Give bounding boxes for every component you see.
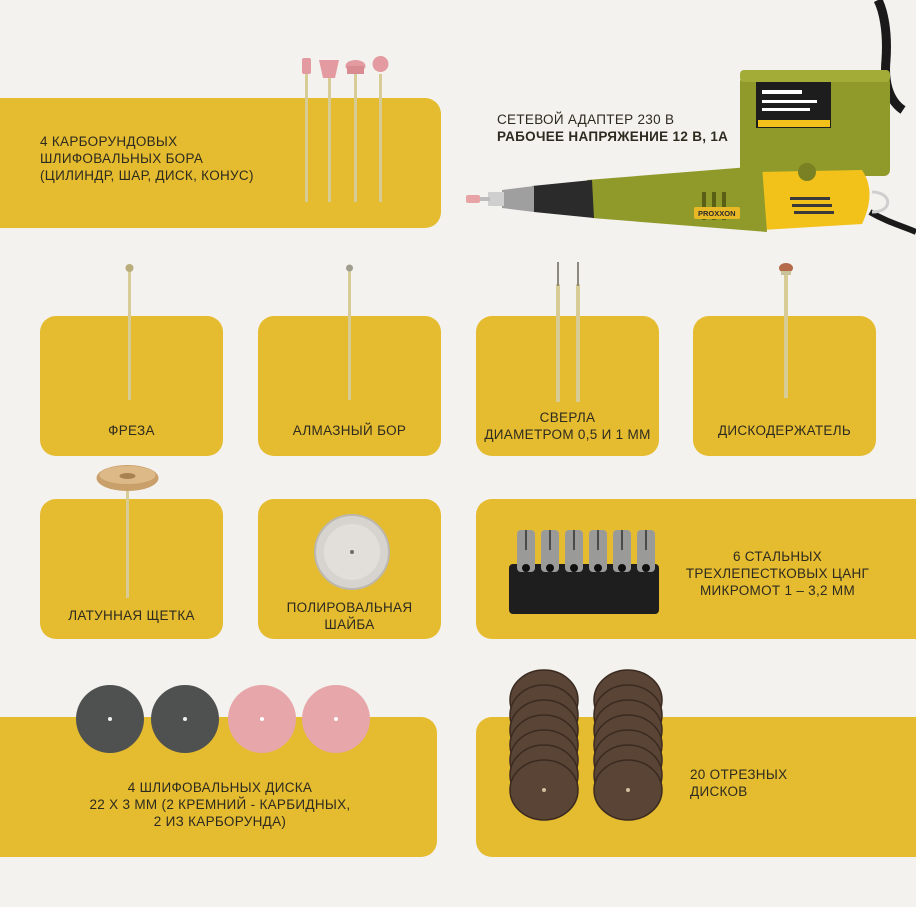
grinding-discs-label: 4 шлифовальных диска 22 х 3 мм (2 кремни… (89, 780, 351, 829)
tool-brand: PROXXON (698, 209, 736, 218)
grinding-bits-image (302, 56, 389, 202)
brass-brush-image (96, 465, 159, 598)
card-grinding-discs (0, 717, 437, 857)
polishing-disc-label: Полировальная шайба (286, 600, 413, 632)
disc-holder-label: Дискодержатель (717, 423, 852, 438)
card-grinding-bits (0, 98, 441, 228)
collets-image (509, 530, 659, 614)
collets-label: 6 стальных трехлепестковых цанг микромот… (685, 549, 870, 598)
brass-brush-label: Латунная щетка (68, 608, 195, 623)
adapter-image (740, 0, 906, 176)
rotary-tool-image: PROXXON (466, 163, 916, 235)
disc-holder-image (779, 263, 793, 398)
cutting-discs-label: 20 отрезных дисков (690, 767, 788, 799)
drills-label: Сверла диаметром 0,5 и 1 мм (484, 410, 651, 442)
cutting-discs-image (509, 669, 663, 821)
mill-image (125, 264, 134, 400)
adapter-label: Сетевой адаптер 230 В рабочее напряжение… (497, 112, 729, 144)
polishing-disc-image (314, 514, 390, 590)
drills-image (556, 262, 580, 402)
grinding-bits-label: 4 карборундовых шлифовальных бора (цилин… (40, 134, 254, 183)
mill-label: Фреза (108, 423, 155, 438)
card-mill (40, 316, 223, 456)
card-drills (476, 316, 659, 456)
card-brass-brush (40, 499, 223, 639)
diamond-bit-image (346, 264, 353, 400)
grinding-discs-image (76, 685, 370, 753)
diamond-bit-label: Алмазный бор (292, 423, 407, 438)
